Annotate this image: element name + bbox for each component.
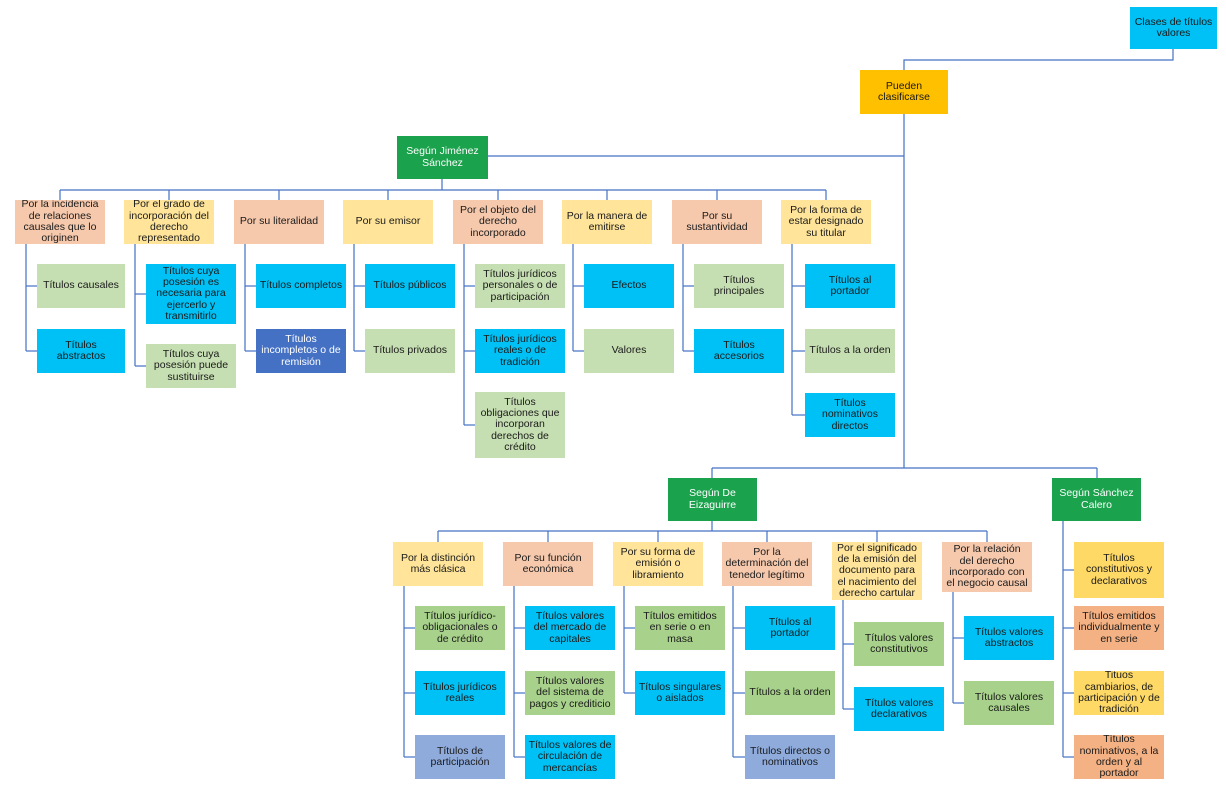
node-j7a: Títulos principales	[694, 264, 784, 308]
node-e5b: Títulos valores declarativos	[854, 687, 944, 731]
node-e4b: Títulos a la orden	[745, 671, 835, 715]
node-j1: Por la incidencia de relaciones causales…	[15, 200, 105, 244]
node-e3b: Títulos singulares o aislados	[635, 671, 725, 715]
node-e6a: Títulos valores abstractos	[964, 616, 1054, 660]
node-s2: Títulos emitidos individualmente y en se…	[1074, 606, 1164, 650]
node-j4: Por su emisor	[343, 200, 433, 244]
node-e3a: Títulos emitidos en serie o en masa	[635, 606, 725, 650]
node-e1b: Títulos jurídicos reales	[415, 671, 505, 715]
node-j1b: Títulos abstractos	[37, 329, 125, 373]
node-j5b: Títulos jurídicos reales o de tradición	[475, 329, 565, 373]
node-e2c: Títulos valores de circulación de mercan…	[525, 735, 615, 779]
node-pueden: Pueden clasificarse	[860, 70, 948, 114]
node-e6: Por la relación del derecho incorporado …	[942, 542, 1032, 592]
node-e5: Por el significado de la emisión del doc…	[832, 542, 922, 600]
node-dezaguirre: Según De Eizaguirre	[668, 478, 757, 521]
node-s1: Títulos constitutivos y declarativos	[1074, 542, 1164, 598]
node-e4: Por la determinación del tenedor legítim…	[722, 542, 812, 586]
node-j7b: Títulos accesorios	[694, 329, 784, 373]
node-root: Clases de títulos valores	[1130, 7, 1217, 49]
node-jimenez: Según Jiménez Sánchez	[397, 136, 488, 179]
node-e1c: Títulos de participación	[415, 735, 505, 779]
node-j3: Por su literalidad	[234, 200, 324, 244]
node-e1: Por la distinción más clásica	[393, 542, 483, 586]
node-e2: Por su función económica	[503, 542, 593, 586]
node-s4: Títulos nominativos, a la orden y al por…	[1074, 735, 1164, 779]
node-j8b: Títulos a la orden	[805, 329, 895, 373]
node-j5a: Títulos jurídicos personales o de partic…	[475, 264, 565, 308]
node-e4a: Títulos al portador	[745, 606, 835, 650]
node-j3b: Títulos incompletos o de remisión	[256, 329, 346, 373]
node-e6b: Títulos valores causales	[964, 681, 1054, 725]
node-j2: Por el grado de incorporación del derech…	[124, 200, 214, 244]
node-s3: Tituos cambiarios, de participación y de…	[1074, 671, 1164, 715]
node-sanchez: Según Sánchez Calero	[1052, 478, 1141, 521]
node-e1a: Títulos jurídico-obligacionales o de cré…	[415, 606, 505, 650]
node-j5: Por el objeto del derecho incorporado	[453, 200, 543, 244]
node-j4b: Títulos privados	[365, 329, 455, 373]
connector-0	[903, 49, 1174, 70]
node-j6a: Efectos	[584, 264, 674, 308]
node-j2a: Títulos cuya posesión es necesaria para …	[146, 264, 236, 324]
node-j6: Por la manera de emitirse	[562, 200, 652, 244]
node-j8: Por la forma de estar designado su titul…	[781, 200, 871, 244]
node-j8c: Títulos nominativos directos	[805, 393, 895, 437]
node-j2b: Títulos cuya posesión puede sustituirse	[146, 344, 236, 388]
node-e4c: Títulos directos o nominativos	[745, 735, 835, 779]
node-e2a: Títulos valores del mercado de capitales	[525, 606, 615, 650]
node-j7: Por su sustantividad	[672, 200, 762, 244]
node-e2b: Títulos valores del sistema de pagos y c…	[525, 671, 615, 715]
node-j1a: Títulos causales	[37, 264, 125, 308]
node-j5c: Títulos obligaciones que incorporan dere…	[475, 392, 565, 458]
node-j4a: Títulos públicos	[365, 264, 455, 308]
node-e5a: Títulos valores constitutivos	[854, 622, 944, 666]
node-j3a: Títulos completos	[256, 264, 346, 308]
node-j8a: Títulos al portador	[805, 264, 895, 308]
node-e3: Por su forma de emisión o libramiento	[613, 542, 703, 586]
node-j6b: Valores	[584, 329, 674, 373]
